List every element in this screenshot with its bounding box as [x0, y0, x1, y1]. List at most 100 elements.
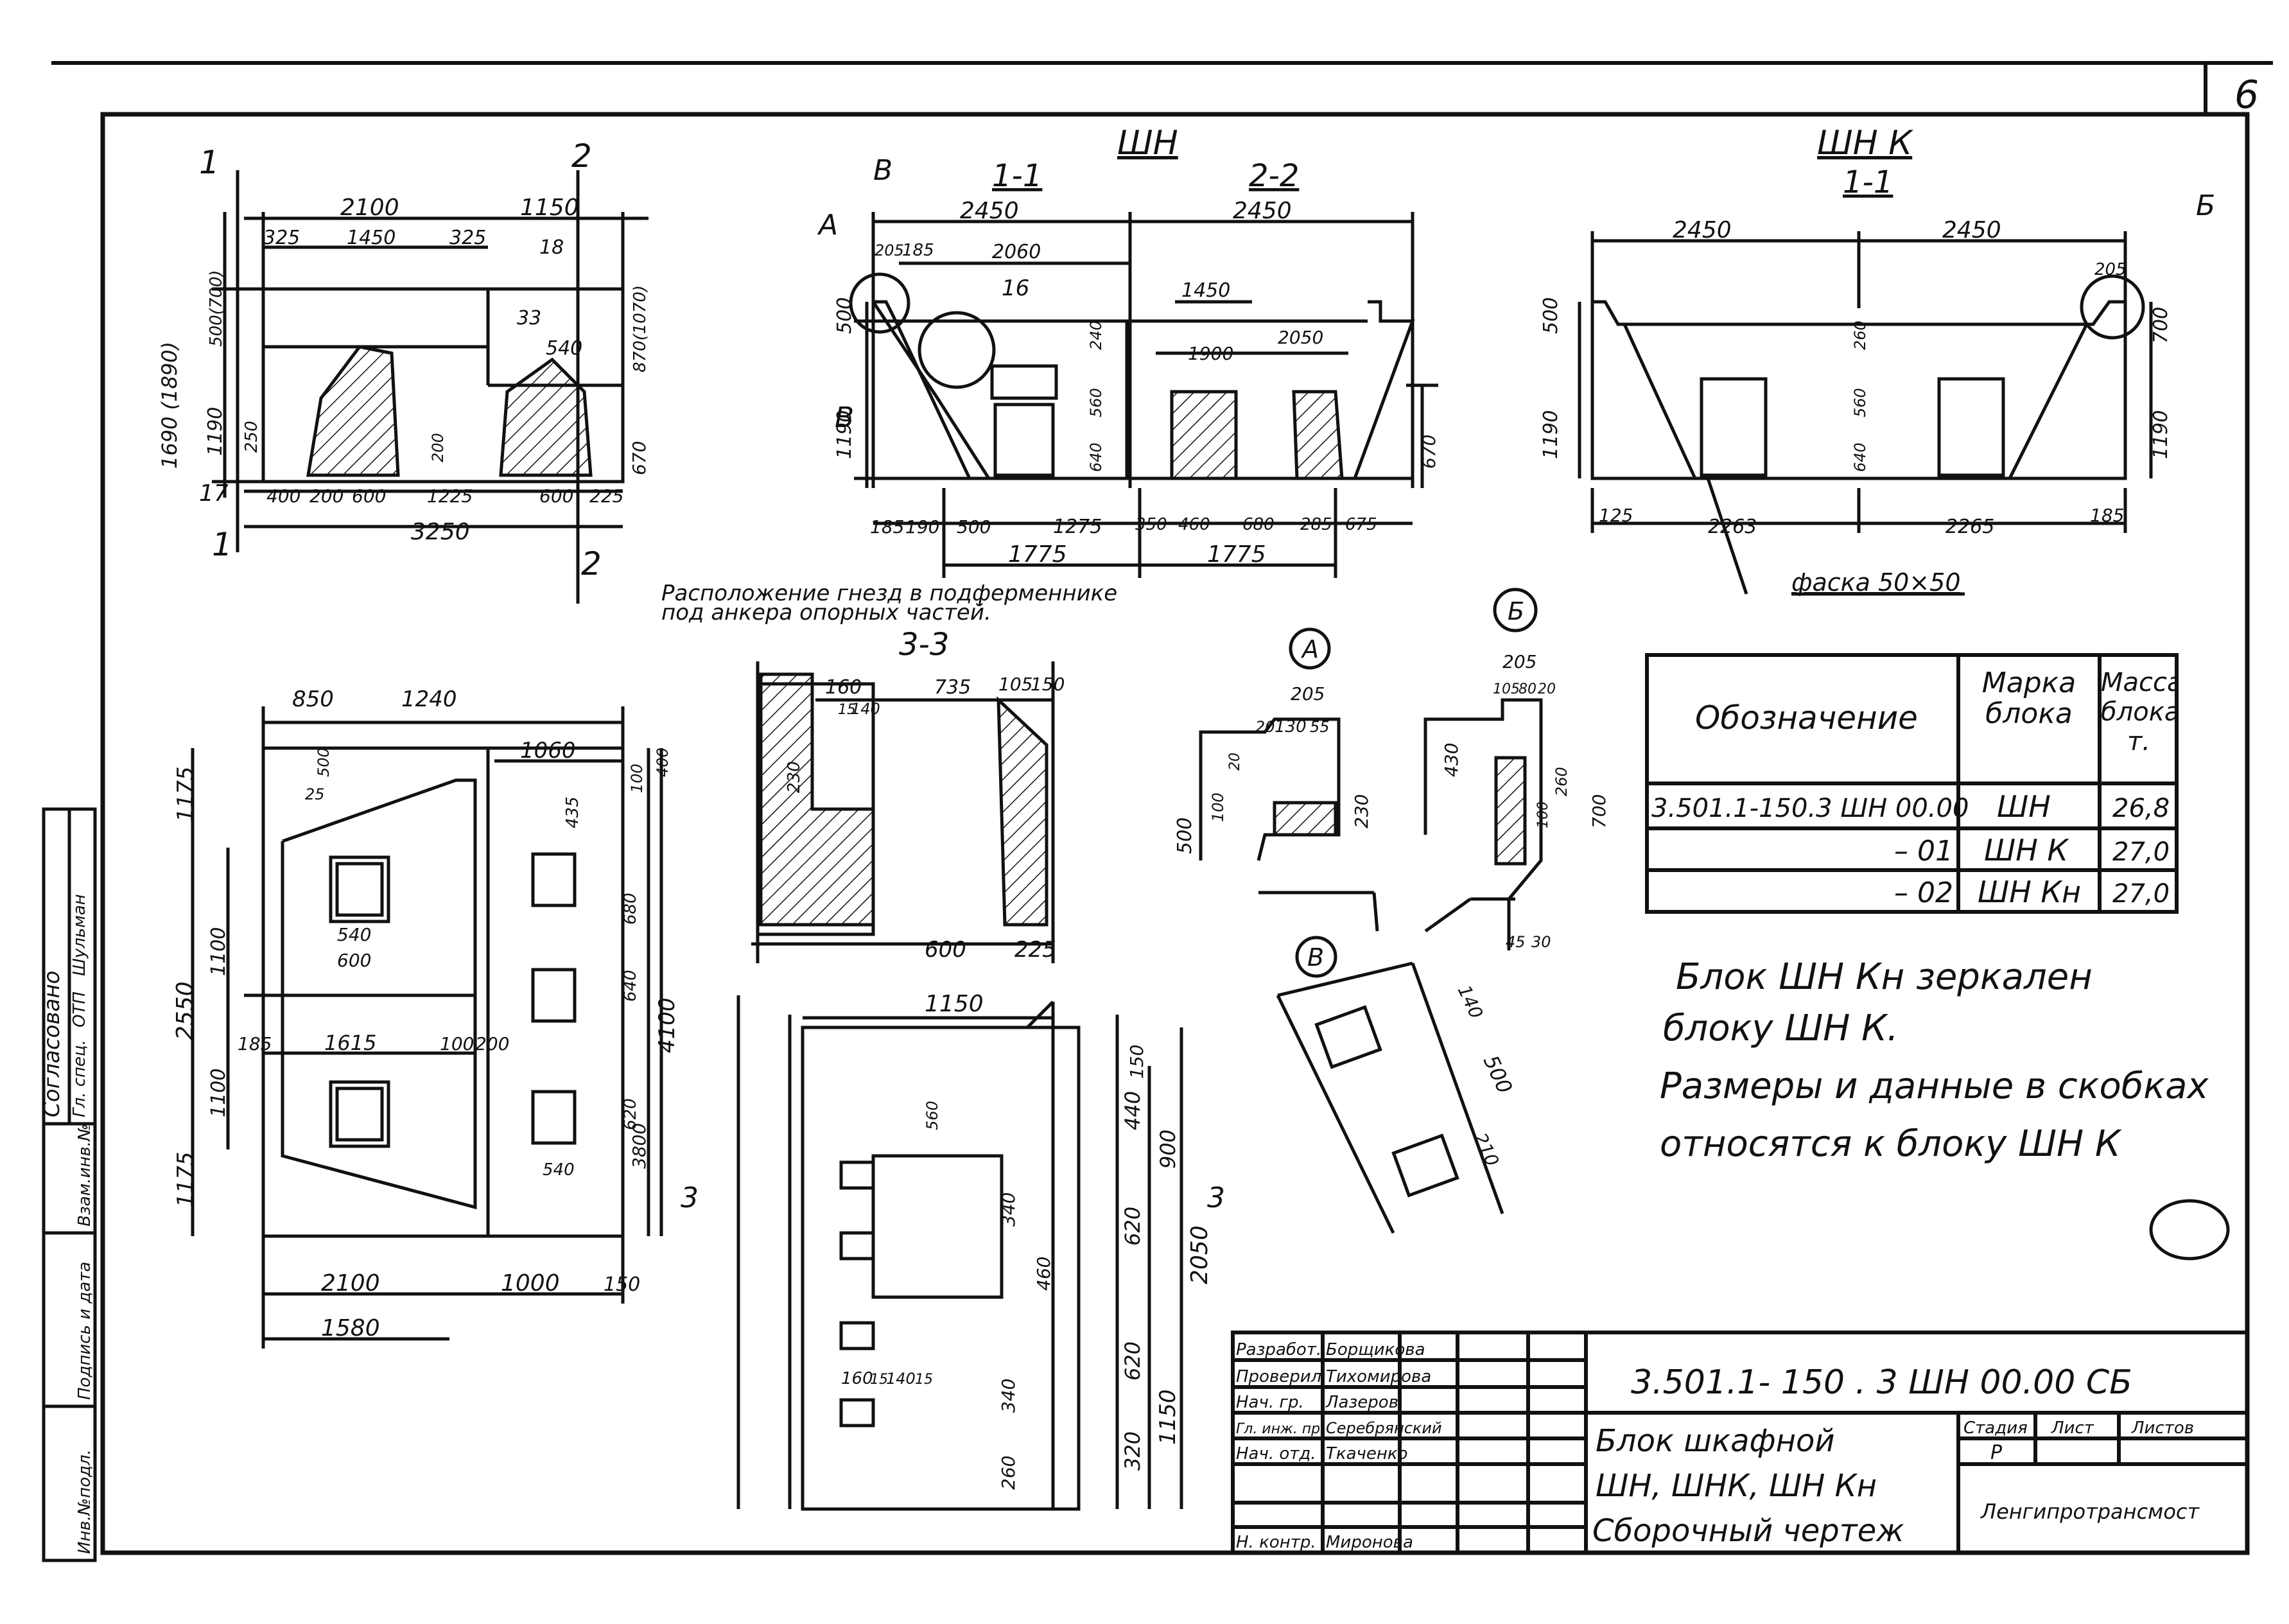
signer-role-2: Проверил — [1236, 1367, 1321, 1386]
elev-dim-18: 18 — [539, 236, 564, 259]
spec-h-designation: Обозначение — [1695, 699, 1918, 737]
sec11-dim-2450: 2450 — [960, 198, 1019, 224]
shnk-dim-640: 640 — [1851, 442, 1869, 472]
detV-dim-210: 210 — [1470, 1130, 1503, 1169]
signer-name-2: Тихомирова — [1326, 1367, 1431, 1386]
plan-dim-1615: 1615 — [324, 1031, 376, 1055]
side-stamp — [42, 807, 97, 1562]
detB-dim-100: 100 — [1535, 801, 1551, 828]
title-shnk-1-1: 1-1 — [1843, 164, 1893, 200]
elev-dim-325a: 325 — [263, 227, 300, 249]
plan-dim-435: 435 — [563, 796, 582, 828]
spec-h-mass: Масса блока т. — [2101, 668, 2177, 756]
bot-dim-620b: 620 — [1120, 1341, 1145, 1381]
detA-dim-100: 100 — [1209, 792, 1227, 822]
signer-role-7: Н. контр. — [1236, 1533, 1316, 1552]
side-role: Гл. спец. — [70, 1040, 89, 1117]
detA-dim-230: 230 — [1351, 794, 1372, 828]
callout-A-top: А — [817, 209, 838, 241]
title-name-1: Блок шкафной — [1596, 1423, 1835, 1459]
sec33-dim-225: 225 — [1014, 937, 1056, 963]
plan-dim-500: 500 — [315, 747, 333, 777]
plan-dim-640: 640 — [621, 970, 640, 1002]
title-sec-1-1: 1-1 — [992, 158, 1042, 194]
bot-dim-15a: 15 — [870, 1372, 888, 1388]
plan-dim-150: 150 — [604, 1273, 640, 1296]
spec-r2-c1: – 01 — [1894, 835, 1953, 868]
shnk-dim-205: 205 — [2094, 260, 2127, 279]
spec-r1-c1: 3.501.1-150.3 ШН 00.00 — [1651, 794, 1969, 823]
elev-dim-400: 400 — [266, 485, 300, 507]
plan-dim-185: 185 — [238, 1033, 272, 1054]
detA-dim-20b: 20 — [1227, 753, 1243, 771]
spec-table — [1645, 653, 2179, 914]
plan-dim-100b: 100 — [628, 764, 646, 793]
detail-B — [1423, 588, 1543, 950]
elev-dim-200b: 200 — [429, 433, 447, 462]
shnk-dim-2450b: 2450 — [1942, 217, 2001, 243]
side-col-2: Подпись и дата — [75, 1262, 94, 1400]
signer-name-5: Ткаченко — [1326, 1444, 1408, 1463]
revision-mark — [2149, 1199, 2230, 1261]
sec33-hatch-right — [997, 696, 1049, 927]
sec33-dim-230: 230 — [785, 761, 804, 793]
sec33-dim-150: 150 — [1031, 674, 1065, 695]
elev-dim-225: 225 — [589, 485, 623, 507]
elev-dim-670: 670 — [629, 441, 650, 475]
title-sheet-h: Лист — [2051, 1419, 2094, 1438]
elev-hatched-pillar-right — [499, 357, 593, 477]
signer-name-7: Миронова — [1326, 1533, 1413, 1552]
plan-dim-2100: 2100 — [321, 1270, 380, 1297]
sec22-dim-1775: 1775 — [1207, 541, 1266, 568]
sheet-number: 6 — [2234, 73, 2259, 118]
plan-dim-850: 850 — [292, 686, 334, 712]
bottom-view — [736, 995, 1183, 1511]
detB-dim-700: 700 — [1588, 794, 1610, 828]
elev-dim-250: 250 — [242, 421, 261, 453]
sec33-dim-735: 735 — [934, 676, 971, 699]
bot-dim-320: 320 — [1120, 1431, 1145, 1471]
title-stage-h: Стадия — [1963, 1419, 2028, 1438]
plan-dim-200: 200 — [475, 1033, 509, 1054]
sec11-dim-640: 640 — [1087, 442, 1105, 472]
shnk-section-view — [1578, 231, 2153, 596]
plan-dim-1240: 1240 — [401, 686, 457, 712]
plan-dim-4100: 4100 — [654, 997, 680, 1053]
elev-dim-1190: 1190 — [204, 407, 227, 456]
sec22-dim-2050: 2050 — [1278, 327, 1323, 348]
sec11-dim-1775: 1775 — [1008, 541, 1067, 568]
sec33-dim-600: 600 — [925, 937, 966, 963]
signer-role-5: Нач. отд. — [1236, 1444, 1316, 1463]
shnk-dim-185: 185 — [2090, 505, 2124, 526]
sec11-dim-500b: 500 — [957, 516, 991, 537]
detail-B-label: Б — [1508, 597, 1524, 625]
elev-dim-325b: 325 — [449, 227, 486, 249]
bot-dim-140: 140 — [886, 1370, 916, 1388]
detail-B-hatch — [1494, 756, 1527, 866]
detB-dim-205: 205 — [1502, 651, 1536, 672]
sec22-hatch-left — [1170, 390, 1238, 480]
sec22-dim-350: 350 — [1135, 515, 1167, 534]
sec22-dim-680: 680 — [1242, 515, 1275, 534]
cut-3-right: 3 — [1207, 1182, 1225, 1214]
plan-view — [191, 706, 663, 1349]
plan-dim-600: 600 — [337, 950, 371, 971]
title-code: 3.501.1- 150 . 3 ШН 00.00 СБ — [1631, 1363, 2132, 1402]
signer-name-1: Борщикова — [1326, 1340, 1425, 1359]
spec-r2-c3: 27,0 — [2112, 837, 2170, 867]
elev-dim-500-700: 500(700) — [207, 270, 226, 347]
sec11-dim-1275: 1275 — [1053, 516, 1102, 538]
detB-dim-30: 30 — [1531, 933, 1551, 951]
cut-1-top: 1 — [199, 144, 220, 181]
spec-r3-c3: 27,0 — [2112, 879, 2170, 909]
plan-dim-540a: 540 — [337, 924, 371, 945]
elev-dim-2100: 2100 — [340, 195, 399, 221]
shnk-dim-700: 700 — [2150, 307, 2172, 344]
detB-dim-80: 80 — [1519, 681, 1536, 697]
side-name: Шульман — [70, 894, 89, 976]
elev-dim-1690: 1690 (1890) — [157, 342, 182, 469]
cut-2-top: 2 — [571, 137, 592, 175]
bot-dim-260: 260 — [998, 1456, 1019, 1490]
side-col-3: Взам.инв.№ — [75, 1124, 94, 1227]
sec11-dim-1190: 1190 — [833, 410, 856, 459]
